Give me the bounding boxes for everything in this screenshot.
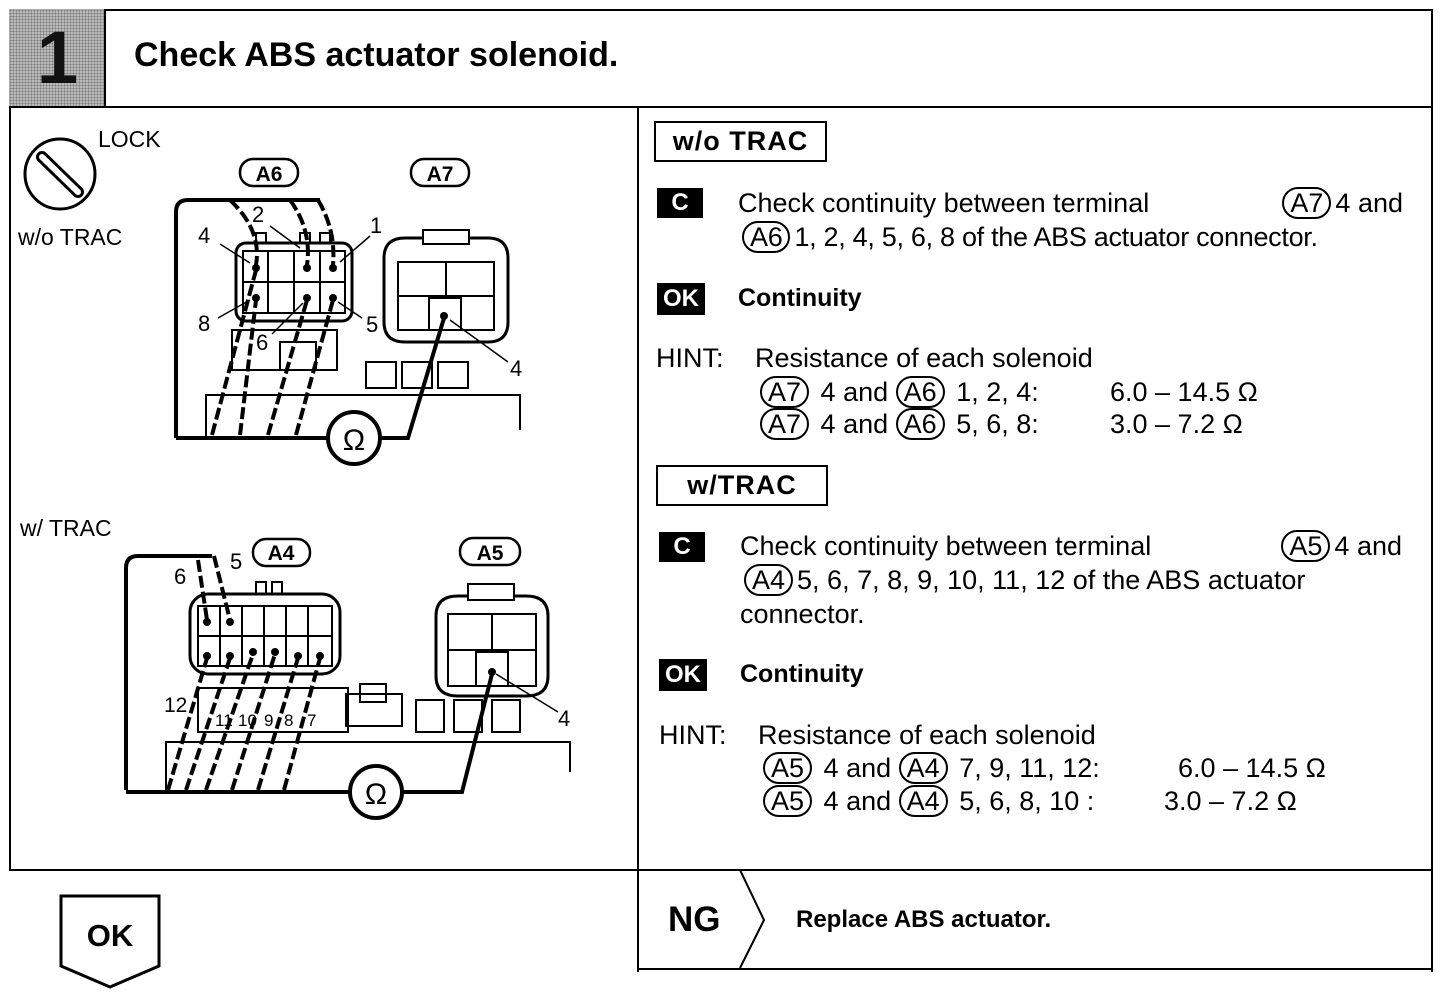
pin-label: 8 bbox=[284, 711, 293, 730]
wo-trac-hint-title: Resistance of each solenoid bbox=[755, 343, 1093, 373]
hint-text: 4 and bbox=[823, 786, 892, 816]
panel-left-border bbox=[9, 106, 11, 870]
terminal-badge: A4 bbox=[898, 752, 948, 784]
panel-bottom-line bbox=[9, 869, 1433, 871]
hint-text: 4 and bbox=[820, 377, 889, 407]
panel-divider bbox=[637, 106, 639, 972]
pin-label: 1 bbox=[370, 213, 382, 238]
terminal-badge: A5 bbox=[1281, 530, 1331, 562]
pin-label: 12 bbox=[164, 694, 187, 717]
wo-trac-result: Continuity bbox=[738, 284, 862, 312]
step-title: Check ABS actuator solenoid. bbox=[134, 36, 619, 74]
ng-result-label: NG bbox=[668, 900, 721, 939]
terminal-badge: A4 bbox=[744, 564, 794, 596]
w-trac-diagram-label: w/ TRAC bbox=[19, 515, 112, 541]
wo-trac-diagram-label: w/o TRAC bbox=[17, 224, 122, 250]
ng-bottom-line bbox=[637, 968, 1433, 970]
ng-separator-chevron bbox=[739, 870, 766, 969]
terminal-badge: A6 bbox=[895, 408, 945, 440]
pin-label: 5 bbox=[230, 549, 242, 574]
wo-trac-hint-row: A7 4 and A6 1, 2, 4: bbox=[760, 375, 1039, 409]
wo-trac-hint-value: 3.0 – 7.2 Ω bbox=[1110, 409, 1243, 439]
pin-label: 4 bbox=[510, 356, 522, 381]
connector-a7-label: A7 bbox=[427, 163, 454, 186]
ok-tag: OK bbox=[657, 283, 705, 315]
check-text: 4 and bbox=[1335, 188, 1403, 218]
check-text: Check continuity between terminal bbox=[738, 188, 1150, 218]
terminal-badge: A5 bbox=[763, 752, 813, 784]
hint-pins: 5, 6, 8, 10 : bbox=[959, 786, 1095, 816]
ok-result-label: OK bbox=[86, 918, 134, 953]
connector-diagram: Ω Ω LOCK w/o TRAC w/ TR bbox=[17, 126, 571, 820]
pin-label: 4 bbox=[558, 706, 570, 731]
hint-pins: 5, 6, 8: bbox=[956, 409, 1039, 439]
ohm-symbol-upper: Ω bbox=[343, 424, 365, 457]
c-tag: C bbox=[657, 188, 703, 218]
pin-label: 4 bbox=[198, 223, 210, 248]
check-text: 5, 6, 7, 8, 9, 10, 11, 12 of the ABS act… bbox=[797, 565, 1306, 595]
hint-pins: 1, 2, 4: bbox=[956, 377, 1039, 407]
pin-label: 8 bbox=[198, 311, 210, 336]
lock-label: LOCK bbox=[98, 126, 161, 152]
check-text: Check continuity between terminal bbox=[740, 531, 1152, 561]
pin-label: 10 bbox=[238, 711, 257, 730]
panel-right-border bbox=[1431, 106, 1433, 972]
wo-trac-hint-row: A7 4 and A6 5, 6, 8: bbox=[760, 407, 1039, 441]
terminal-badge: A6 bbox=[742, 221, 791, 253]
w-trac-hint-value: 6.0 – 14.5 Ω bbox=[1178, 753, 1326, 783]
ohm-symbol-lower: Ω bbox=[365, 778, 387, 811]
wo-trac-hint-value: 6.0 – 14.5 Ω bbox=[1110, 377, 1258, 407]
pin-label: 6 bbox=[256, 330, 268, 355]
terminal-badge: A7 bbox=[760, 408, 810, 440]
w-trac-check-line3: connector. bbox=[740, 599, 865, 629]
ok-tag: OK bbox=[659, 659, 707, 691]
w-trac-hint-value: 3.0 – 7.2 Ω bbox=[1164, 786, 1297, 816]
w-trac-header: w/TRAC bbox=[656, 465, 828, 506]
ng-action-text: Replace ABS actuator. bbox=[796, 906, 1052, 933]
w-trac-hint-title: Resistance of each solenoid bbox=[758, 720, 1096, 750]
hint-pins: 7, 9, 11, 12: bbox=[959, 753, 1100, 783]
terminal-badge: A5 bbox=[763, 785, 813, 817]
w-trac-hint-row: A5 4 and A4 7, 9, 11, 12: bbox=[763, 751, 1100, 785]
pin-label: 5 bbox=[366, 312, 378, 337]
connector-a4-label: A4 bbox=[268, 542, 295, 565]
pin-label: 2 bbox=[252, 202, 264, 227]
wo-trac-hint-label: HINT: bbox=[656, 343, 724, 373]
w-trac-hint-row: A5 4 and A4 5, 6, 8, 10 : bbox=[763, 784, 1094, 818]
ignition-lock-icon bbox=[23, 137, 97, 211]
check-text: 4 and bbox=[1334, 531, 1402, 561]
terminal-badge: A7 bbox=[760, 376, 810, 408]
ok-arrow-shape bbox=[59, 894, 161, 989]
pin-label: 11 bbox=[215, 711, 233, 730]
pin-label: 6 bbox=[174, 564, 186, 589]
hint-text: 4 and bbox=[820, 409, 889, 439]
connector-a5-label: A5 bbox=[477, 542, 504, 565]
pin-label: 9 bbox=[264, 711, 273, 730]
step-number: 1 bbox=[9, 9, 106, 106]
w-trac-result: Continuity bbox=[740, 660, 864, 688]
connector-a6-label: A6 bbox=[256, 163, 283, 186]
pin-label: 7 bbox=[307, 711, 316, 730]
c-tag: C bbox=[659, 532, 705, 562]
terminal-badge: A7 bbox=[1282, 187, 1332, 219]
hint-text: 4 and bbox=[823, 753, 892, 783]
terminal-badge: A4 bbox=[898, 785, 948, 817]
check-text: 1, 2, 4, 5, 6, 8 of the ABS actuator con… bbox=[794, 222, 1318, 252]
w-trac-hint-label: HINT: bbox=[659, 720, 727, 750]
wo-trac-header: w/o TRAC bbox=[654, 121, 827, 162]
terminal-badge: A6 bbox=[895, 376, 945, 408]
